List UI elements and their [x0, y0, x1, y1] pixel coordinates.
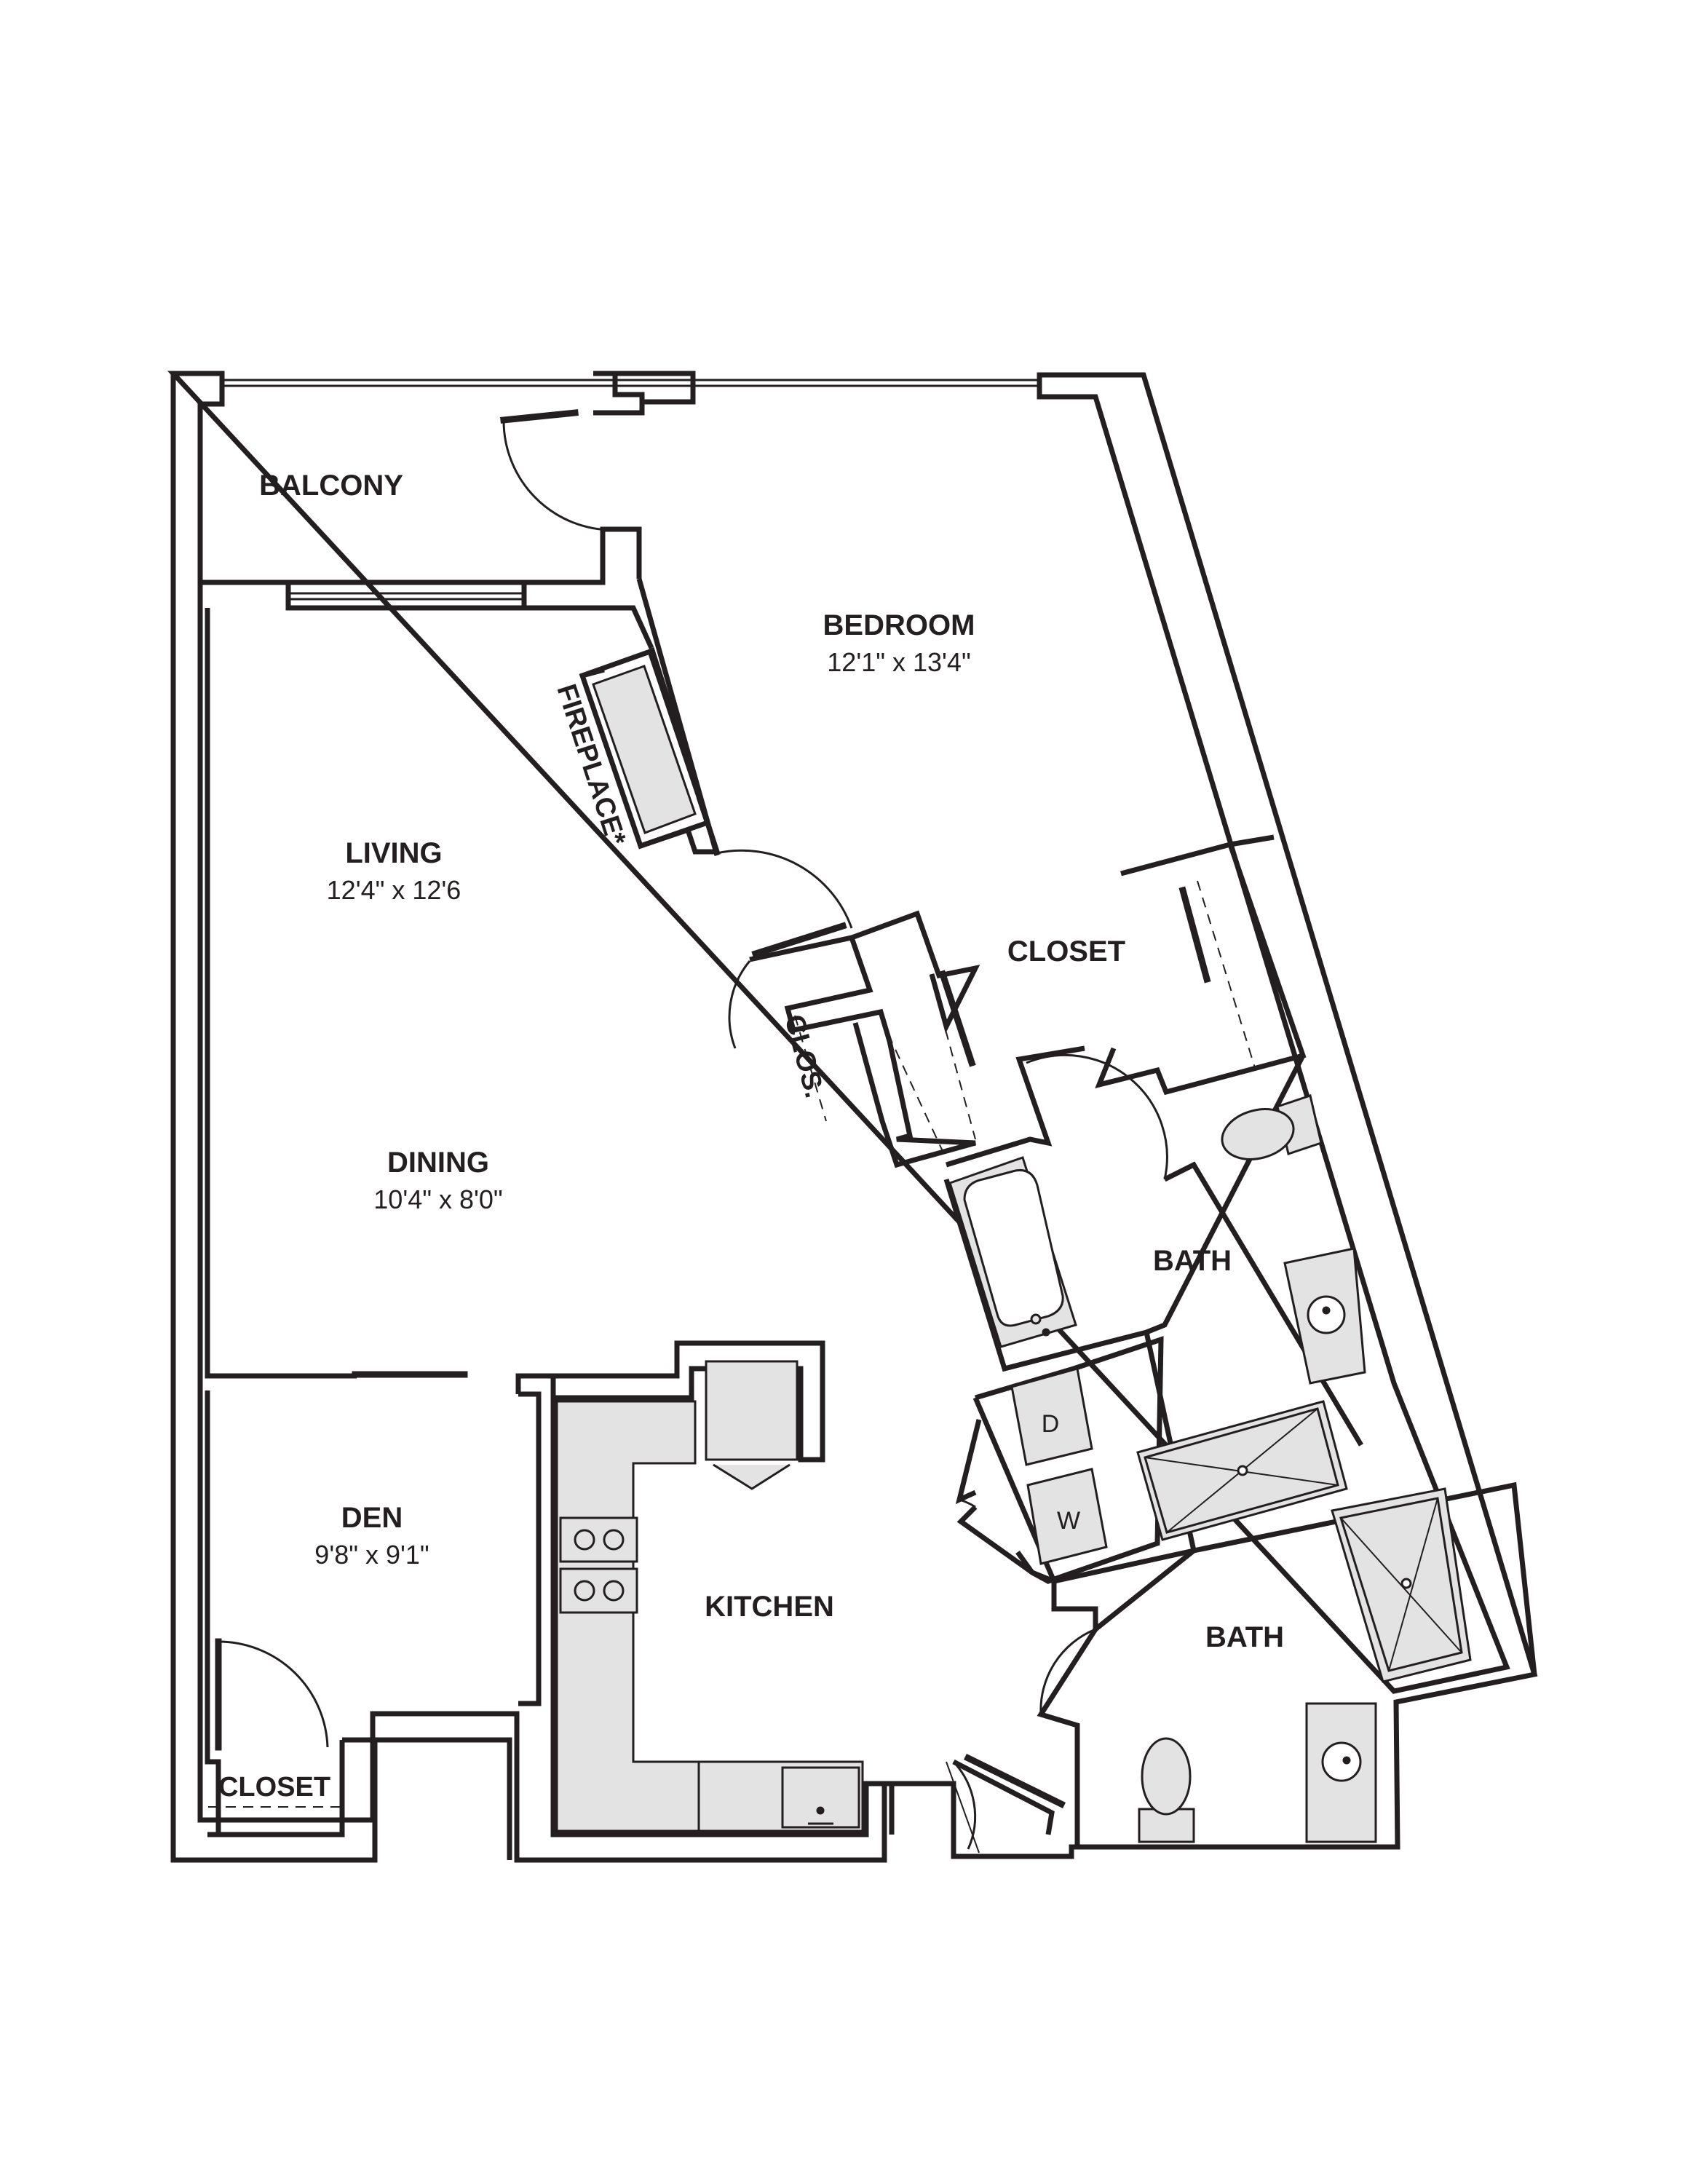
- label-dryer: D: [1042, 1410, 1060, 1438]
- label-balcony: BALCONY: [259, 470, 403, 502]
- dryer-icon: [1010, 1367, 1093, 1466]
- fireplace-icon: [592, 665, 697, 834]
- sink-icon: [1283, 1247, 1366, 1385]
- washer-icon: [1026, 1468, 1108, 1565]
- cooktop-icon: [559, 1516, 638, 1614]
- label-dining: DINING: [387, 1147, 489, 1179]
- dims-bedroom: 12'1" x 13'4": [827, 647, 970, 677]
- label-bedroom: BEDROOM: [823, 609, 975, 641]
- bathtub-icon: [948, 1156, 1077, 1348]
- label-closet-den: CLOSET: [218, 1772, 330, 1803]
- label-living: LIVING: [345, 837, 442, 869]
- sink-icon: [1305, 1702, 1377, 1843]
- label-kitchen: KITCHEN: [705, 1591, 834, 1623]
- label-closet-main: CLOSET: [1007, 935, 1125, 968]
- toilet-icon: [1221, 1094, 1323, 1160]
- kitchen-counter: [555, 1400, 864, 1832]
- label-den: DEN: [341, 1502, 403, 1534]
- toilet-icon: [1138, 1737, 1195, 1843]
- dims-den: 9'8" x 9'1": [314, 1540, 429, 1570]
- label-bath-second: BATH: [1205, 1621, 1284, 1653]
- door-leaves: [215, 409, 1211, 1809]
- dims-living: 12'4" x 12'6: [327, 875, 461, 905]
- door-swing-icon: [218, 420, 1168, 1853]
- shower-icon: [1331, 1487, 1472, 1683]
- label-bath-master: BATH: [1153, 1245, 1232, 1277]
- dims-dining: 10'4" x 8'0": [373, 1184, 502, 1214]
- label-washer: W: [1057, 1507, 1080, 1535]
- shower-icon: [1136, 1400, 1348, 1541]
- sink-icon: [781, 1766, 860, 1829]
- refrigerator-icon: [705, 1360, 799, 1490]
